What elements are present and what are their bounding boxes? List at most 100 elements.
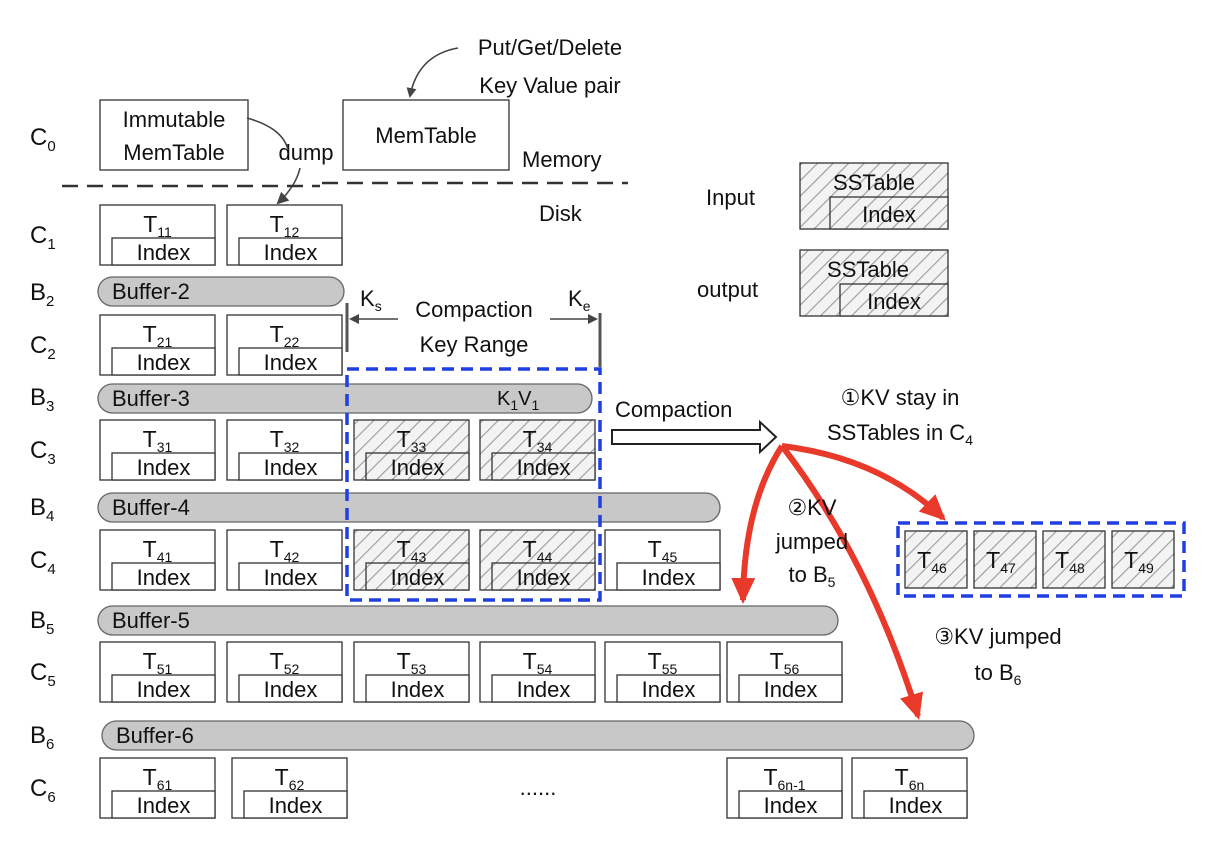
output-sstable-box (904, 530, 968, 589)
index-label: Index (264, 677, 318, 702)
index-box (491, 674, 596, 703)
sstable-label: T33 (397, 426, 427, 455)
sstable-label: T42 (270, 536, 300, 565)
index-label: Index (269, 793, 323, 818)
index-label: Index (517, 677, 571, 702)
buffer-bar-b5 (97, 605, 839, 636)
output-sstable-label: T46 (917, 547, 947, 576)
sstable-label: T54 (523, 648, 553, 677)
output-sstable: T49 (1111, 530, 1175, 589)
index-box (738, 790, 843, 819)
outcome-b5-line2: jumped (775, 529, 848, 554)
output-sstable-label: T49 (1124, 547, 1154, 576)
level-label-b4: B4 (30, 494, 54, 525)
compaction-input-selection (345, 367, 602, 602)
level-label-c4: C4 (30, 547, 56, 578)
index-label: Index (391, 677, 445, 702)
buffer-label-b6: Buffer-6 (116, 723, 194, 748)
operations-line1: Put/Get/Delete (478, 35, 622, 60)
sstable-label: T12 (270, 211, 300, 240)
outcome-b6-line1: ③KV jumped (934, 624, 1061, 649)
disk-label: Disk (539, 201, 583, 226)
sstable-label: T41 (143, 536, 173, 565)
sstable-label: T51 (143, 648, 173, 677)
index-box (863, 790, 968, 819)
level-c5: C5T51IndexT52IndexT53IndexT54IndexT55Ind… (30, 641, 843, 703)
index-box (111, 674, 216, 703)
index-box (238, 674, 343, 703)
index-label: Index (517, 565, 571, 590)
immutable-memtable-label: MemTable (123, 140, 224, 165)
level-label-c1: C1 (30, 222, 56, 253)
index-label: Index (264, 350, 318, 375)
level-label-c3: C3 (30, 437, 56, 468)
output-selection (896, 521, 1186, 598)
legend-input-index-box (829, 196, 949, 230)
index-label: Index (137, 677, 191, 702)
index-label: Index (137, 350, 191, 375)
level-label-b3: B3 (30, 384, 54, 415)
level-label-c5: C5 (30, 659, 56, 690)
output-sstable-box (1111, 530, 1175, 589)
legend-output-index-box (839, 283, 949, 317)
index-label: Index (391, 565, 445, 590)
index-label: Index (889, 793, 943, 818)
buffer-bar-b3 (97, 383, 593, 414)
operations-arrow (406, 47, 459, 98)
sstable-label: T44 (523, 536, 553, 565)
arrow-jump-to-b6 (779, 444, 923, 720)
level-c0: C0 Immutable MemTable MemTable dump Put/… (30, 35, 628, 226)
buffer-b6: B6 Buffer-6 (30, 720, 975, 753)
sstable-label: T6n-1 (763, 764, 805, 793)
index-box (111, 562, 216, 591)
arrow-stay-in-c4 (781, 443, 946, 521)
index-box (238, 237, 343, 266)
index-box (243, 790, 348, 819)
key-range-line2: Key Range (420, 332, 529, 357)
index-label: Index (137, 240, 191, 265)
level-label-c0: C0 (30, 124, 56, 155)
index-box (491, 452, 596, 481)
sstable-label: T43 (397, 536, 427, 565)
sstable-label: T55 (648, 648, 678, 677)
index-label: Index (517, 455, 571, 480)
legend: Input SSTable Index output SSTable Index (697, 162, 949, 317)
immutable-label: Immutable (123, 107, 226, 132)
dump-label: dump (278, 140, 333, 165)
outcome-b5-line3: to B5 (789, 562, 836, 590)
index-box (238, 347, 343, 376)
index-box (111, 790, 216, 819)
sstable-label: T34 (523, 426, 553, 455)
buffer-label-b2: Buffer-2 (112, 279, 190, 304)
index-label: Index (137, 455, 191, 480)
sstable-label: T53 (397, 648, 427, 677)
level-label-c2: C2 (30, 332, 56, 363)
index-box (111, 452, 216, 481)
buffer-b5: B5 Buffer-5 (30, 605, 839, 638)
index-label: Index (764, 793, 818, 818)
sstable-levels: C1T11IndexT12IndexC2T21IndexT22IndexC3T3… (30, 204, 968, 819)
index-box (238, 452, 343, 481)
sstable-label: T52 (270, 648, 300, 677)
sstable-label: T21 (143, 321, 173, 350)
output-sstable-label: T48 (1055, 547, 1085, 576)
buffer-label-b3: Buffer-3 (112, 386, 190, 411)
outcome-b6-line2: to B6 (975, 660, 1022, 688)
